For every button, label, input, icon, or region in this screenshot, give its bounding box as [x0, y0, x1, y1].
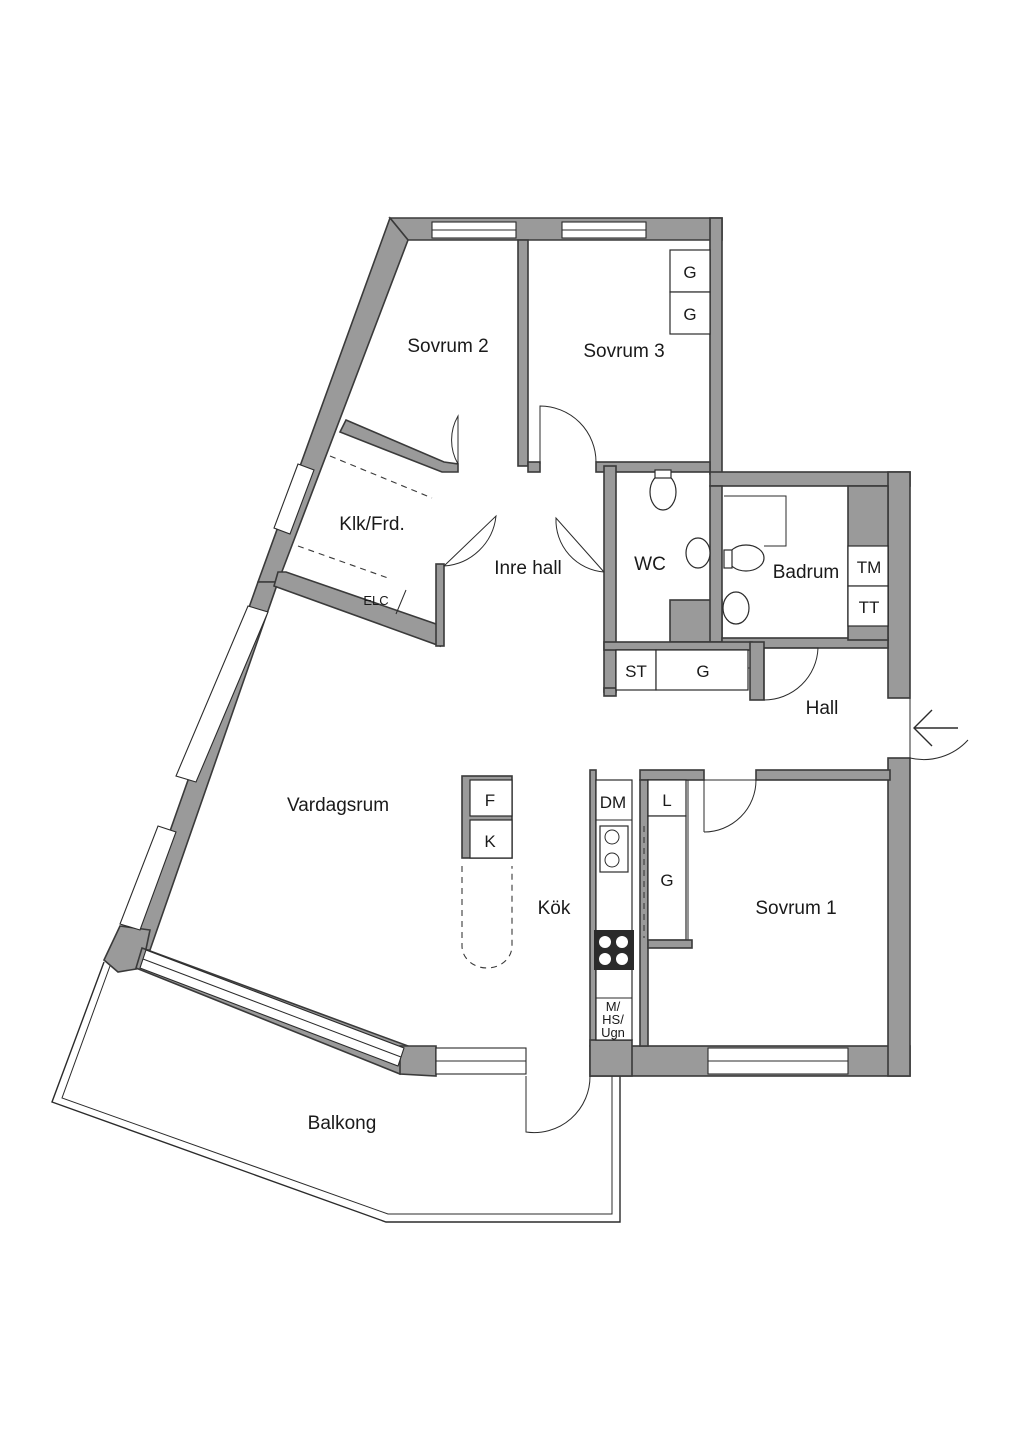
- fixture-label-g-1: G: [683, 263, 696, 282]
- fixture-label-tt: TT: [859, 598, 880, 617]
- fixture-label-f: F: [485, 791, 495, 810]
- fixture-label-g-2: G: [683, 305, 696, 324]
- fixture-label-g-4: G: [660, 871, 673, 890]
- doors: [395, 405, 969, 1134]
- room-label-wc: WC: [634, 554, 666, 575]
- room-label-sovrum3: Sovrum 3: [583, 341, 664, 362]
- kitchen-counter: [594, 779, 634, 1041]
- kitchen-island: [461, 775, 513, 859]
- fixture-label-l: L: [662, 791, 671, 810]
- storage-fixtures: [615, 649, 749, 691]
- fixture-label-g-3: G: [696, 662, 709, 681]
- balcony-outline: [51, 961, 621, 1223]
- fixture-label-mhs-2: HS/: [602, 1012, 624, 1027]
- fixture-label-mhs-1: M/: [606, 999, 621, 1014]
- interior-walls: [273, 239, 891, 1077]
- room-label-badrum: Badrum: [773, 562, 840, 583]
- fixture-label-st: ST: [625, 662, 647, 681]
- room-label-inre-hall: Inre hall: [494, 558, 562, 579]
- entrance-arrow-icon: [913, 709, 958, 747]
- room-label-kok: Kök: [538, 898, 571, 919]
- fixture-label-k: K: [484, 832, 496, 851]
- room-label-balkong: Balkong: [308, 1113, 377, 1134]
- room-label-klk-frd: Klk/Frd.: [339, 514, 404, 535]
- fixture-label-dm: DM: [600, 793, 626, 812]
- room-label-sovrum2: Sovrum 2: [407, 336, 488, 357]
- room-label-sovrum1: Sovrum 1: [755, 898, 836, 919]
- room-label-hall: Hall: [806, 698, 839, 719]
- badrum-fixtures: [722, 495, 889, 627]
- fixture-label-elc: ELC: [363, 593, 388, 608]
- windows: [119, 221, 849, 1075]
- fixture-label-mhs-3: Ugn: [601, 1025, 625, 1040]
- wardrobes-sovrum3: [669, 249, 711, 335]
- room-label-vardagsrum: Vardagsrum: [287, 795, 389, 816]
- fixture-label-tm: TM: [857, 558, 882, 577]
- wc-fixtures: [649, 469, 711, 569]
- sovrum1-wardrobes: [647, 779, 693, 949]
